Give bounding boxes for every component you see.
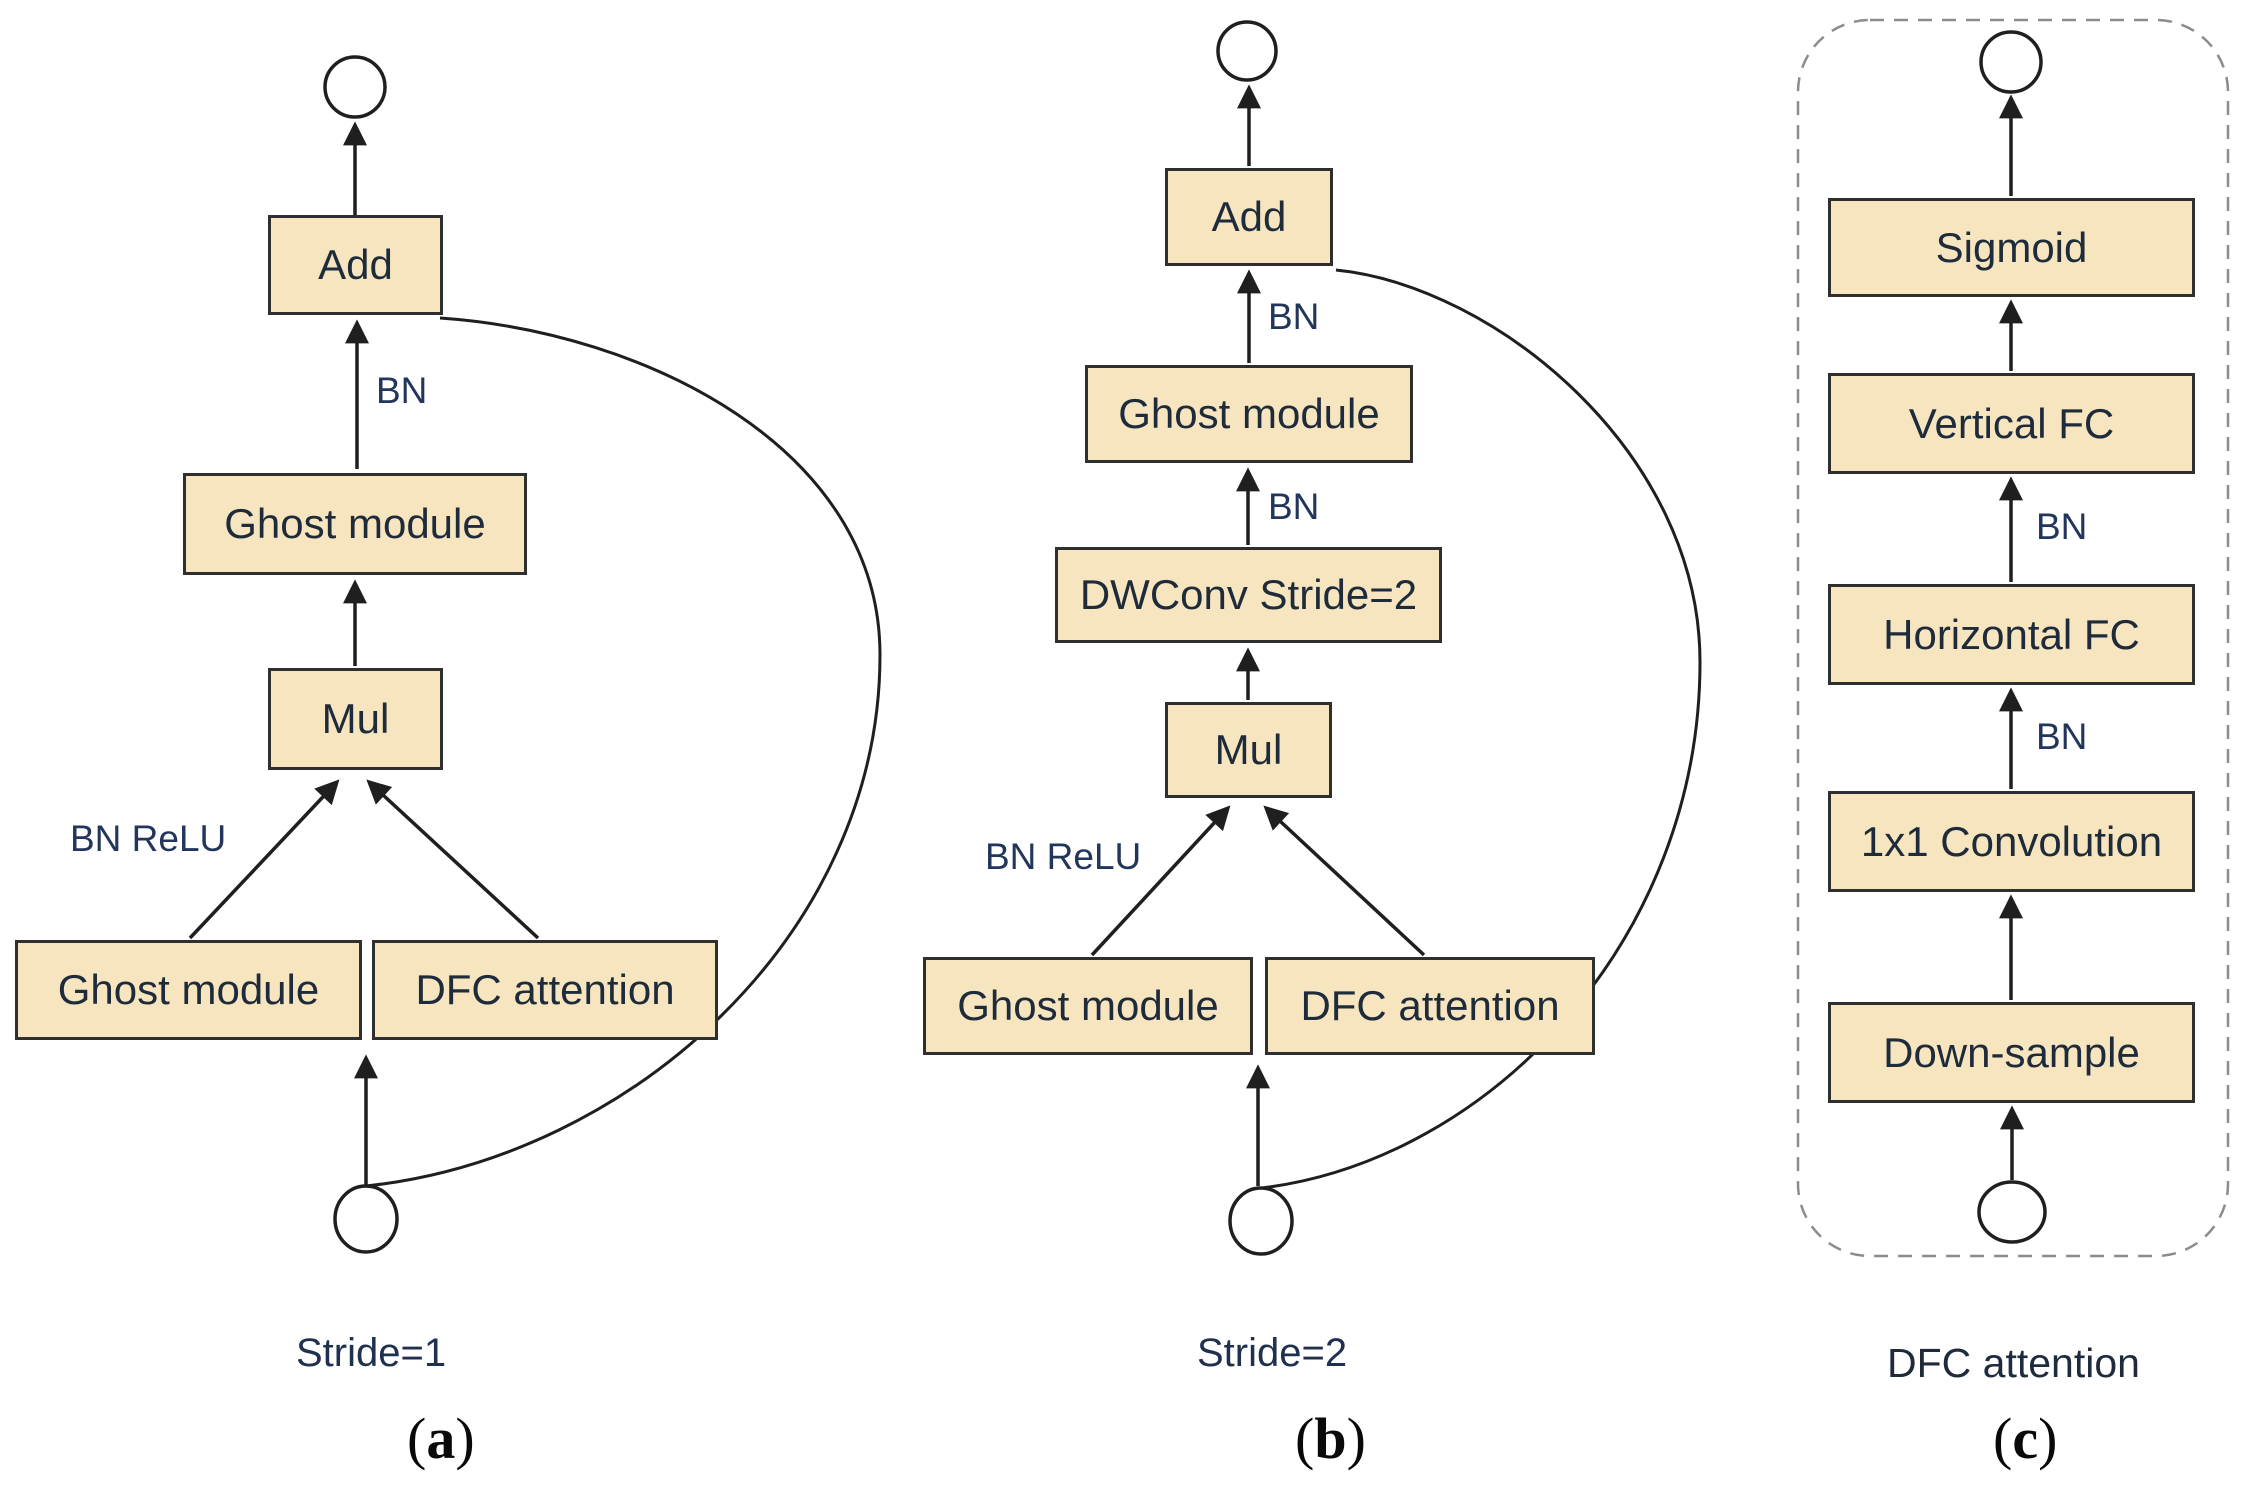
dfc-attention-title: DFC attention (1887, 1340, 2140, 1386)
node-add-b: Add (1165, 168, 1333, 266)
node-vertical-fc-c: Vertical FC (1828, 373, 2195, 474)
caption-paren-close: ) (455, 1406, 475, 1471)
flow-arrow-b-ghostbottom-to-mul (1090, 805, 1231, 957)
output-port-circle-b (1216, 20, 1278, 82)
panel-caption-b: (b) (1295, 1405, 1366, 1472)
node-ghost-module-b: Ghost module (1085, 365, 1413, 463)
node-mul-a: Mul (268, 668, 443, 770)
panel-caption-a: (a) (407, 1405, 475, 1472)
node-dwconv-stride2-b: DWConv Stride=2 (1055, 547, 1442, 643)
node-ghost-module-a: Ghost module (183, 473, 527, 575)
node-1x1-convolution-c: 1x1 Convolution (1828, 791, 2195, 892)
node-ghost-module-bottom-a: Ghost module (15, 940, 362, 1040)
bn-label-mid-b: BN (1268, 486, 1320, 527)
flow-arrow-a-ghostbottom-to-mul (188, 779, 340, 940)
stride-label-b: Stride=2 (1197, 1331, 1348, 1375)
flow-arrow-b-dfc-to-mul (1263, 805, 1426, 957)
bn-label-top-c: BN (2036, 506, 2088, 547)
skip-connection-curve-b (1261, 268, 1702, 1190)
output-port-circle-a (323, 55, 387, 119)
caption-paren-close: ) (2038, 1406, 2058, 1471)
panel-caption-c: (c) (1993, 1405, 2057, 1472)
stride-label-a: Stride=1 (296, 1331, 447, 1375)
input-port-circle-a (333, 1184, 399, 1254)
output-port-circle-c (1979, 30, 2043, 94)
bn-label-top-b: BN (1268, 296, 1320, 337)
caption-paren-open: ( (1295, 1406, 1315, 1471)
bn-label-a: BN (376, 370, 428, 411)
caption-letter-b: b (1314, 1406, 1347, 1471)
node-mul-b: Mul (1165, 702, 1332, 798)
node-down-sample-c: Down-sample (1828, 1002, 2195, 1103)
node-ghost-module-bottom-b: Ghost module (923, 957, 1253, 1055)
node-add-a: Add (268, 215, 443, 315)
skip-connection-curve-a (365, 316, 882, 1188)
dfc-attention-dashed-container (1796, 18, 2230, 1258)
flow-arrow-a-dfc-to-mul (366, 779, 540, 940)
bn-relu-label-a: BN ReLU (70, 818, 227, 859)
node-sigmoid-c: Sigmoid (1828, 198, 2195, 297)
bn-relu-label-b: BN ReLU (985, 836, 1142, 877)
node-horizontal-fc-c: Horizontal FC (1828, 584, 2195, 685)
input-port-circle-c (1977, 1180, 2047, 1244)
node-dfc-attention-a: DFC attention (372, 940, 718, 1040)
caption-letter-c: c (2012, 1406, 2039, 1471)
input-port-circle-b (1228, 1186, 1294, 1256)
caption-letter-a: a (426, 1406, 456, 1471)
caption-paren-close: ) (1346, 1406, 1366, 1471)
caption-paren-open: ( (407, 1406, 427, 1471)
caption-paren-open: ( (1993, 1406, 2013, 1471)
bn-label-bottom-c: BN (2036, 716, 2088, 757)
node-dfc-attention-b: DFC attention (1265, 957, 1595, 1055)
